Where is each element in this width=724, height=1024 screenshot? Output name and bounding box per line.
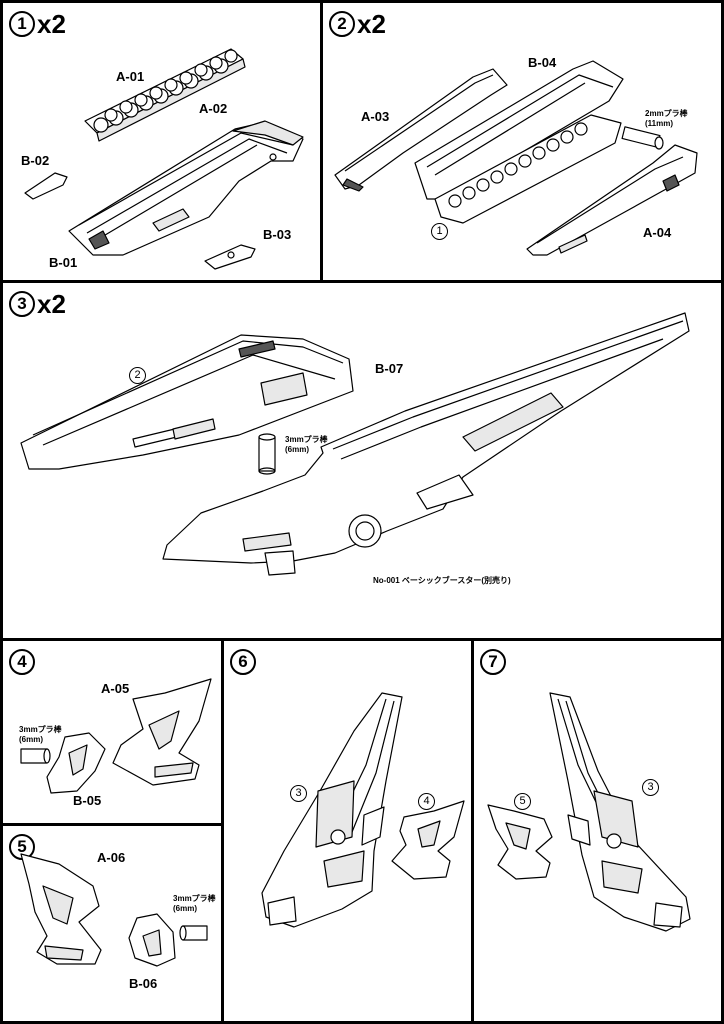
assembled-pod bbox=[434, 114, 622, 224]
step-4-heading: 4 bbox=[9, 647, 37, 676]
rod-note: 2mmプラ棒 (11mm) bbox=[645, 109, 688, 129]
fin-attach-4 bbox=[391, 800, 465, 880]
step-6-illustration bbox=[261, 692, 465, 928]
small-part-b03 bbox=[204, 244, 256, 270]
label-b05: B-05 bbox=[73, 793, 102, 808]
label-b04: B-04 bbox=[528, 55, 557, 70]
step-3-multiplier: x2 bbox=[37, 289, 66, 320]
fin-part-b05 bbox=[46, 732, 106, 794]
ref-step-4: 4 bbox=[418, 793, 435, 810]
small-part-b02 bbox=[24, 172, 68, 200]
ref-step-3: 3 bbox=[290, 785, 307, 802]
label-b01: B-01 bbox=[49, 255, 78, 270]
step-1-illustration bbox=[24, 48, 304, 270]
label-a06: A-06 bbox=[97, 850, 126, 865]
rod-note-3-line2: (6mm) bbox=[285, 445, 310, 454]
rod-2mm bbox=[621, 126, 664, 150]
fin-part-b06 bbox=[128, 913, 176, 967]
pod-assembly bbox=[20, 334, 354, 470]
label-a02: A-02 bbox=[199, 101, 228, 116]
step-4-number: 4 bbox=[9, 649, 35, 676]
label-a03: A-03 bbox=[361, 109, 390, 124]
step-3-number: 3 bbox=[9, 291, 35, 318]
step-6-number: 6 bbox=[230, 649, 256, 676]
inner-frame-b04 bbox=[414, 60, 624, 200]
main-body-part bbox=[68, 120, 304, 256]
step-7-illustration bbox=[487, 692, 691, 932]
step-2-number: 2 bbox=[329, 11, 355, 38]
basic-booster bbox=[162, 312, 690, 576]
booster-assembly-front bbox=[261, 692, 403, 928]
ref-step-2: 2 bbox=[129, 367, 146, 384]
ref-step-3: 3 bbox=[642, 779, 659, 796]
side-armor-a04 bbox=[526, 144, 698, 256]
rod-3mm bbox=[258, 433, 276, 475]
label-a01: A-01 bbox=[116, 69, 145, 84]
rod-note-4: 3mmプラ棒 (6mm) bbox=[19, 725, 62, 745]
step-4-panel: 4 A-05 3mmプラ棒 (6mm) B-05 bbox=[0, 638, 224, 826]
ref-step-1: 1 bbox=[431, 223, 448, 240]
label-b02: B-02 bbox=[21, 153, 50, 168]
step-2-multiplier: x2 bbox=[357, 9, 386, 40]
rod-note-5-line2: (6mm) bbox=[173, 904, 198, 913]
rod-3mm-b bbox=[20, 748, 51, 764]
fin-attach-5 bbox=[487, 804, 553, 880]
side-armor-a03 bbox=[334, 68, 508, 192]
fin-part-a05 bbox=[112, 678, 212, 786]
booster-note: No-001 ベーシックブースター(別売り) bbox=[373, 576, 511, 585]
label-a05: A-05 bbox=[101, 681, 130, 696]
rod-note-4-line1: 3mmプラ棒 bbox=[19, 725, 62, 734]
step-3-illustration bbox=[20, 312, 690, 576]
fin-part-a06 bbox=[20, 853, 102, 965]
rod-note-5-line1: 3mmプラ棒 bbox=[173, 894, 216, 903]
ref-step-5: 5 bbox=[514, 793, 531, 810]
missile-pod-part bbox=[84, 48, 246, 142]
rod-note-line2: (11mm) bbox=[645, 119, 674, 128]
step-1-number: 1 bbox=[9, 11, 35, 38]
label-b07: B-07 bbox=[375, 361, 404, 376]
step-7-heading: 7 bbox=[480, 647, 508, 676]
rod-note-3-line1: 3mmプラ棒 bbox=[285, 435, 328, 444]
step-5-panel: 5 A-06 3mmプラ棒 (6mm) B-06 bbox=[0, 823, 224, 1024]
label-b03: B-03 bbox=[263, 227, 292, 242]
step-6-heading: 6 bbox=[230, 647, 258, 676]
rod-note-line1: 2mmプラ棒 bbox=[645, 109, 688, 118]
step-5-illustration bbox=[20, 853, 208, 967]
rod-3mm-c bbox=[179, 925, 208, 941]
step-6-panel: 6 3 4 bbox=[221, 638, 474, 1024]
rod-note-3: 3mmプラ棒 (6mm) bbox=[285, 435, 328, 455]
step-4-illustration bbox=[20, 678, 212, 794]
label-a04: A-04 bbox=[643, 225, 672, 240]
step-7-panel: 7 3 5 bbox=[471, 638, 724, 1024]
step-2-illustration bbox=[334, 60, 698, 256]
step-1-multiplier: x2 bbox=[37, 9, 66, 40]
step-7-number: 7 bbox=[480, 649, 506, 676]
rod-note-4-line2: (6mm) bbox=[19, 735, 44, 744]
label-b06: B-06 bbox=[129, 976, 158, 991]
rod-note-5: 3mmプラ棒 (6mm) bbox=[173, 894, 216, 914]
booster-assembly-rear bbox=[549, 692, 691, 932]
